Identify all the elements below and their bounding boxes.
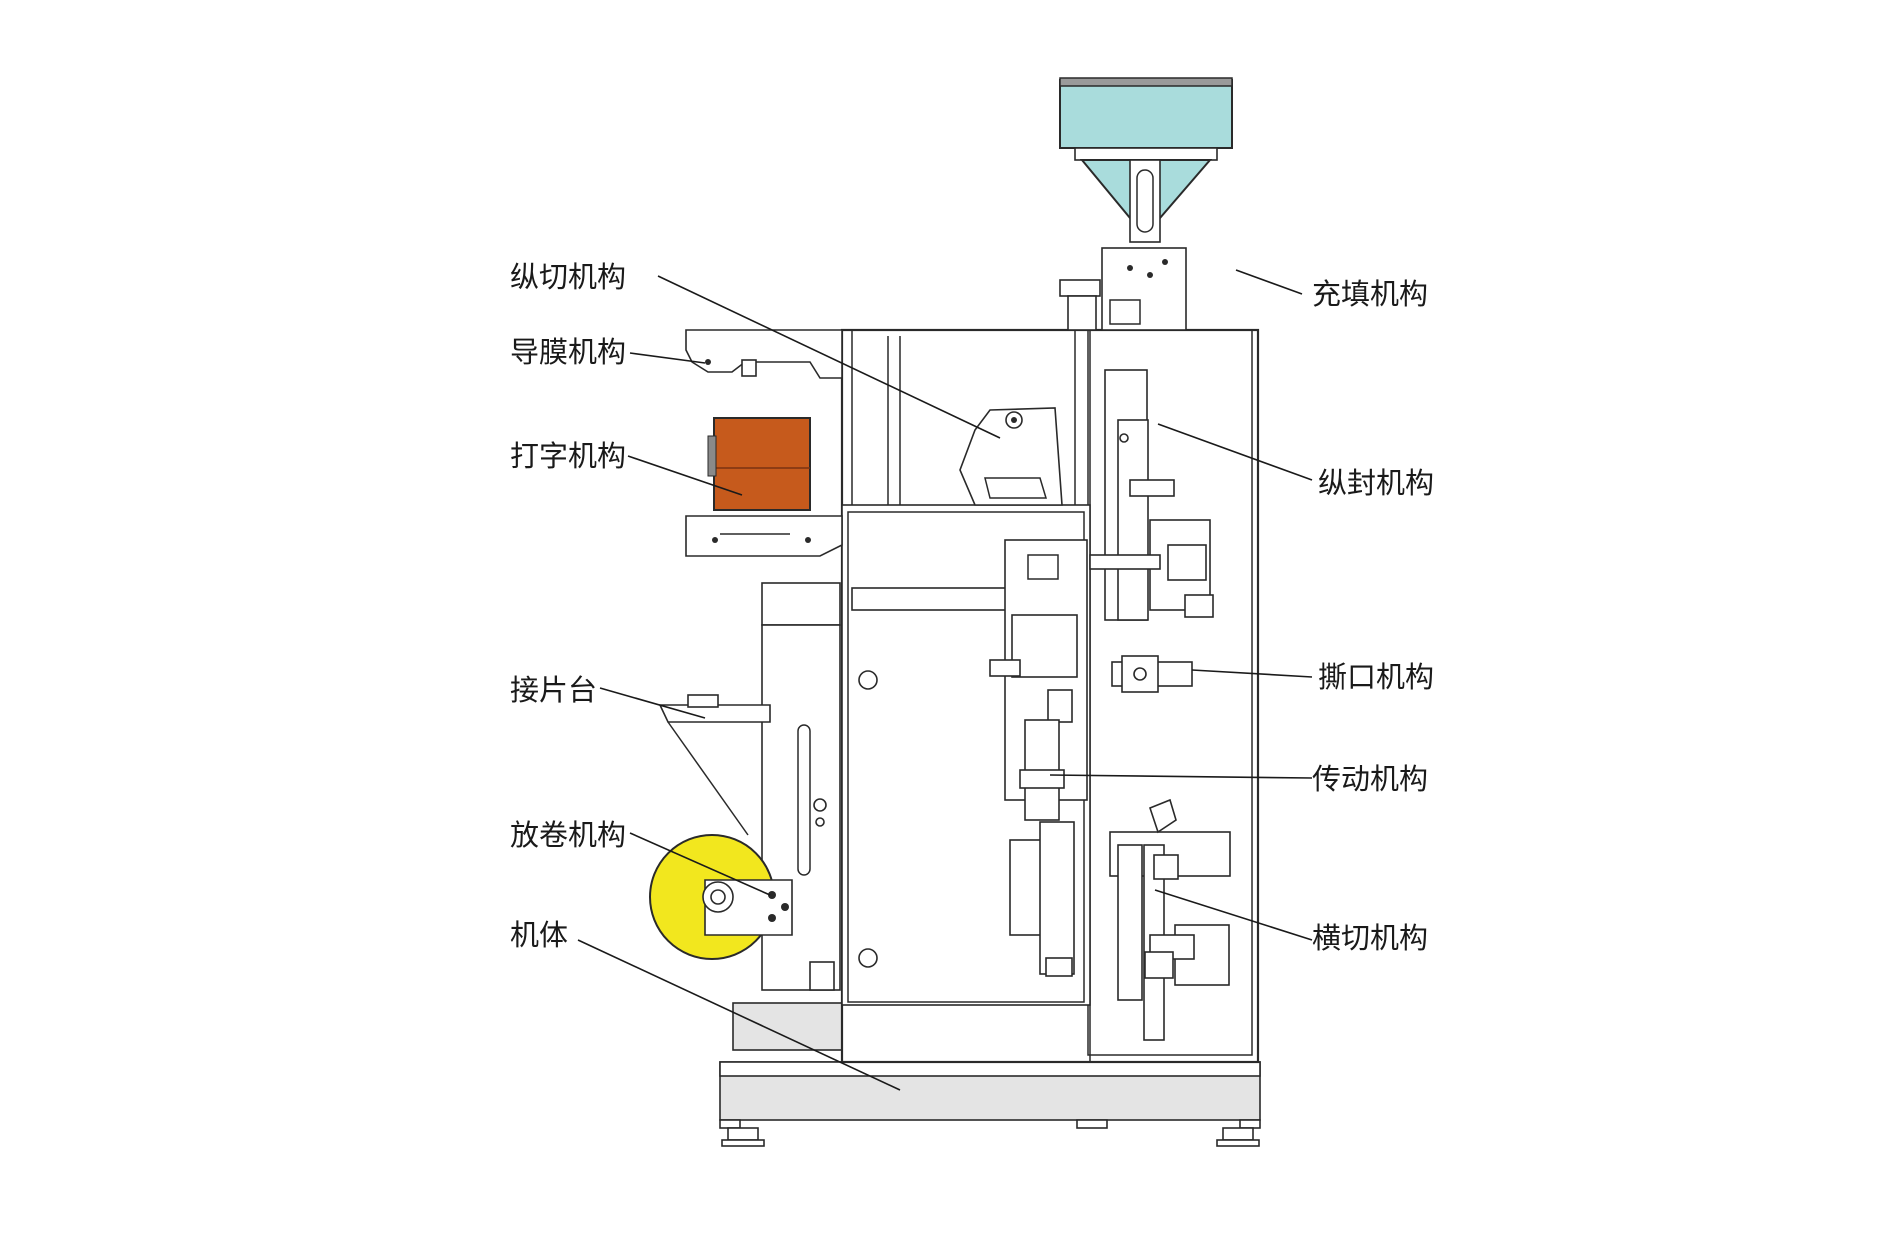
tear-notch-assembly <box>1111 655 1193 693</box>
longitudinal-seal-assembly <box>1089 369 1214 621</box>
label-film-guide: 导膜机构 <box>510 335 626 369</box>
label-printing: 打字机构 <box>510 439 626 473</box>
longitudinal-cut-assembly <box>959 407 1063 506</box>
splice-plate <box>658 704 771 723</box>
foot-middle <box>1076 1119 1108 1129</box>
label-longitudinal-cut: 纵切机构 <box>510 260 626 294</box>
film-guide-assembly <box>685 329 843 379</box>
label-unwinding: 放卷机构 <box>510 818 626 852</box>
leader-film-guide <box>629 352 706 364</box>
label-filling: 充填机构 <box>1312 277 1428 311</box>
filling-assembly <box>1059 77 1233 331</box>
printer-box <box>713 417 811 511</box>
label-transmission: 传动机构 <box>1312 762 1428 796</box>
cross-cut-assembly <box>1109 798 1231 1041</box>
foot-left <box>727 1127 759 1141</box>
label-longitudinal-seal: 纵封机构 <box>1318 466 1434 500</box>
transmission-assembly <box>989 539 1088 977</box>
hopper-top <box>1059 79 1233 149</box>
panel-hole-top <box>858 670 878 690</box>
printing-assembly <box>685 417 843 557</box>
leader-longitudinal-cut <box>657 275 1001 439</box>
base-top-rail <box>719 1061 1261 1077</box>
label-tear-notch: 撕口机构 <box>1318 660 1434 694</box>
leader-lines <box>577 269 1313 1091</box>
panel-hole-bottom <box>858 948 878 968</box>
printer-bracket <box>685 515 843 557</box>
label-cross-cut: 横切机构 <box>1312 921 1428 955</box>
leader-printing <box>627 455 743 496</box>
label-machine-body: 机体 <box>510 918 568 952</box>
foot-right <box>1222 1127 1254 1141</box>
filling-block <box>1101 247 1187 331</box>
leader-longitudinal-seal <box>1157 423 1313 481</box>
leader-machine-body <box>577 939 901 1091</box>
leader-splicing-table <box>599 687 706 719</box>
leader-filling <box>1235 269 1303 295</box>
leader-tear-notch <box>1191 669 1313 678</box>
callout-labels: 纵切机构 导膜机构 打字机构 接片台 放卷机构 机体 充填机构 纵封机构 撕口机… <box>510 260 1434 955</box>
label-splicing-table: 接片台 <box>510 673 597 707</box>
unwinding-assembly <box>649 834 835 991</box>
leader-unwinding <box>629 832 771 896</box>
leader-cross-cut <box>1154 889 1313 941</box>
leader-transmission <box>1049 774 1313 779</box>
